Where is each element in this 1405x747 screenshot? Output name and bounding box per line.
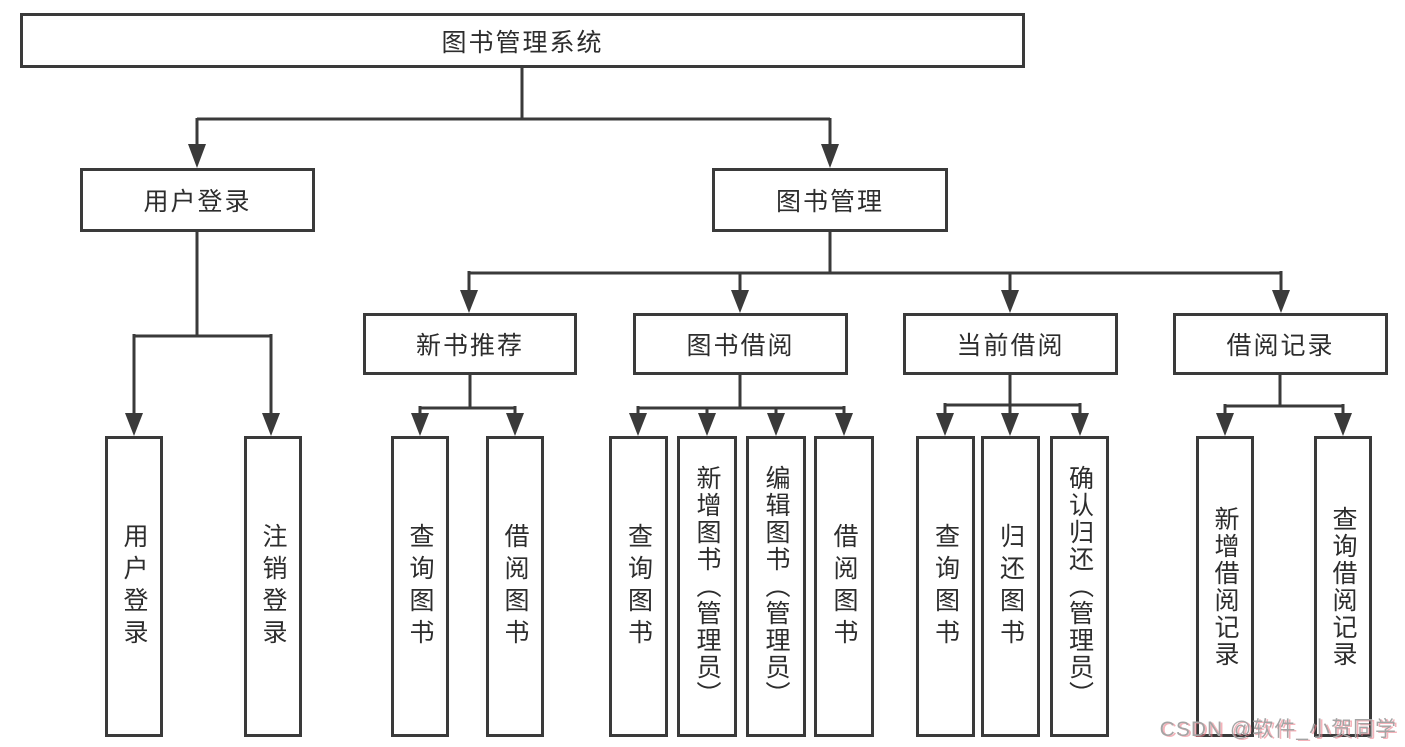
leaf-query-books-current: 查询图书 [916, 436, 975, 737]
leaf-borrow-books-recommend: 借阅图书 [486, 436, 544, 737]
node-borrowing-records: 借阅记录 [1173, 313, 1388, 375]
leaf-borrow-books-borrowing: 借阅图书 [814, 436, 874, 737]
leaf-return-books-label: 归还图书 [996, 522, 1025, 651]
leaf-add-book-admin-label: 新增图书（管理员） [693, 465, 721, 708]
node-user-login-label: 用户登录 [143, 188, 252, 216]
csdn-watermark-text: CSDN @软件_小贺同学 [1159, 718, 1397, 741]
node-book-management: 图书管理 [712, 168, 948, 232]
node-new-book-recommend-label: 新书推荐 [415, 332, 524, 360]
leaf-borrow-books-borrowing-label: 借阅图书 [830, 522, 858, 651]
node-user-login: 用户登录 [80, 168, 315, 232]
leaf-user-login-label: 用户登录 [120, 522, 148, 651]
leaf-query-borrow-record: 查询借阅记录 [1314, 436, 1372, 737]
leaf-return-books: 归还图书 [981, 436, 1040, 737]
leaf-logout: 注销登录 [244, 436, 302, 737]
leaf-add-borrow-record-label: 新增借阅记录 [1211, 505, 1239, 668]
leaf-query-books-current-label: 查询图书 [931, 522, 960, 651]
leaf-borrow-books-recommend-label: 借阅图书 [501, 522, 529, 651]
node-borrowing-records-label: 借阅记录 [1226, 332, 1335, 360]
leaf-query-books-borrowing: 查询图书 [609, 436, 668, 737]
node-book-borrowing-label: 图书借阅 [686, 332, 795, 360]
leaf-query-borrow-record-label: 查询借阅记录 [1329, 505, 1357, 668]
leaf-query-books-borrowing-label: 查询图书 [624, 522, 653, 651]
node-new-book-recommend: 新书推荐 [363, 313, 577, 375]
node-book-management-label: 图书管理 [775, 188, 884, 216]
leaf-query-books-recommend: 查询图书 [391, 436, 449, 737]
leaf-logout-label: 注销登录 [259, 522, 287, 651]
leaf-confirm-return-admin: 确认归还（管理员） [1050, 436, 1109, 737]
node-current-borrowing-label: 当前借阅 [956, 332, 1065, 360]
leaf-add-borrow-record: 新增借阅记录 [1196, 436, 1254, 737]
leaf-add-book-admin: 新增图书（管理员） [677, 436, 737, 737]
leaf-edit-book-admin-label: 编辑图书（管理员） [762, 465, 790, 708]
leaf-confirm-return-admin-label: 确认归还（管理员） [1065, 465, 1094, 708]
node-root-label: 图书管理系统 [441, 28, 604, 57]
leaf-query-books-recommend-label: 查询图书 [406, 522, 434, 651]
csdn-watermark: CSDN @软件_小贺同学 [1160, 713, 1397, 743]
node-root: 图书管理系统 [20, 13, 1025, 68]
leaf-user-login: 用户登录 [105, 436, 163, 737]
node-book-borrowing: 图书借阅 [633, 313, 848, 375]
node-current-borrowing: 当前借阅 [903, 313, 1118, 375]
leaf-edit-book-admin: 编辑图书（管理员） [746, 436, 806, 737]
